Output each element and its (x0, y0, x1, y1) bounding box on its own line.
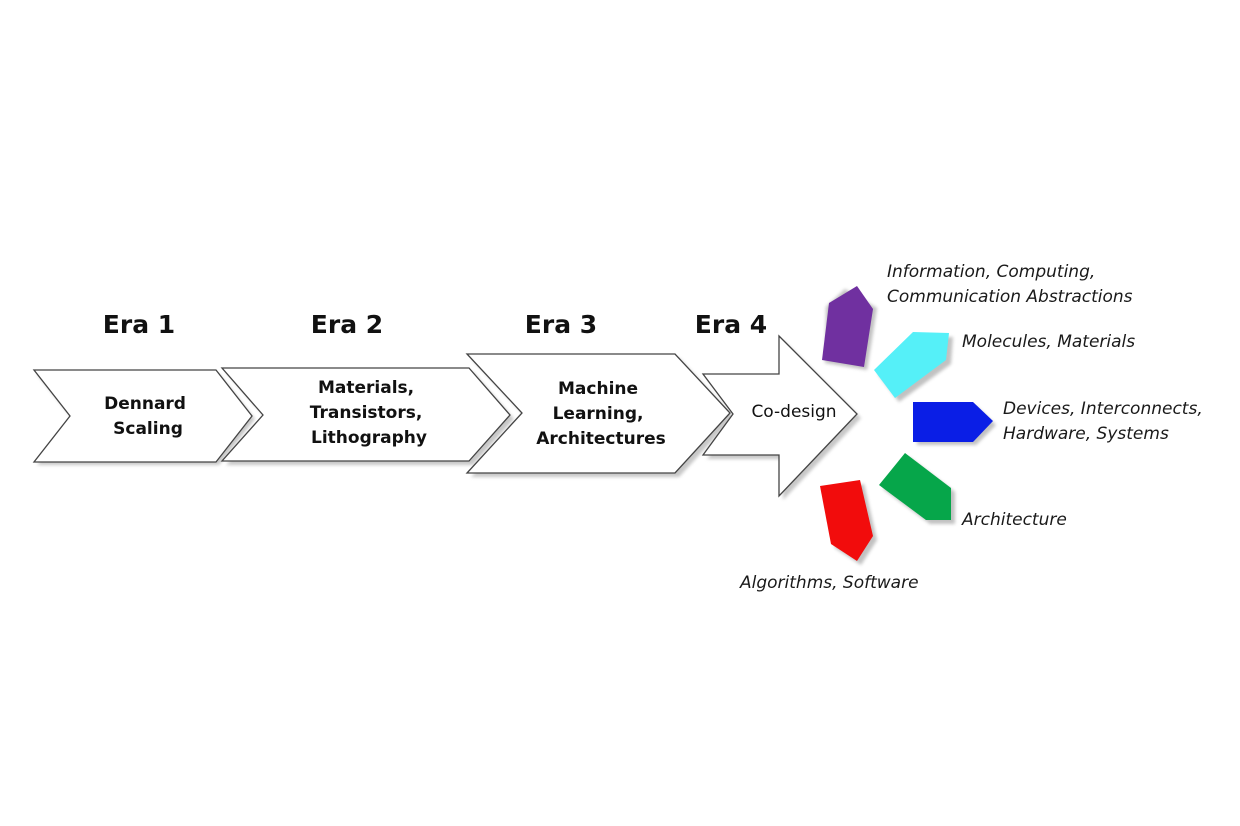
era-2-chevron: Materials, Transistors, Lithography (220, 367, 514, 465)
era-1-label: Dennard Scaling (104, 394, 192, 439)
era-2-label: Materials, Transistors, Lithography (310, 378, 428, 448)
era-4-arrow: Co-design (701, 334, 861, 500)
era-3-label: Machine Learning, Architectures (536, 379, 666, 449)
branch-blue-label: Devices, Interconnects, Hardware, System… (1003, 399, 1208, 444)
branch-green-label: Architecture (961, 510, 1067, 530)
era-3-chevron: Machine Learning, Architectures (465, 353, 734, 477)
branch-red-shape (820, 480, 877, 565)
era-3-title: Era 3 (525, 310, 597, 339)
era-4-label: Co-design (751, 402, 836, 422)
branch-shapes (820, 286, 996, 565)
branch-blue-shape (913, 402, 996, 445)
branch-red-label: Algorithms, Software (739, 573, 919, 593)
branch-purple-label: Information, Computing, Communication Ab… (887, 262, 1133, 307)
branch-cyan-shape (874, 332, 953, 402)
branch-cyan-label: Molecules, Materials (962, 332, 1135, 352)
branch-purple-shape (822, 286, 877, 370)
era-1-chevron: Dennard Scaling (32, 369, 255, 465)
era-4-title: Era 4 (695, 310, 767, 339)
era-1-title: Era 1 (103, 310, 175, 339)
era-2-title: Era 2 (311, 310, 383, 339)
branch-green-shape (879, 453, 955, 524)
